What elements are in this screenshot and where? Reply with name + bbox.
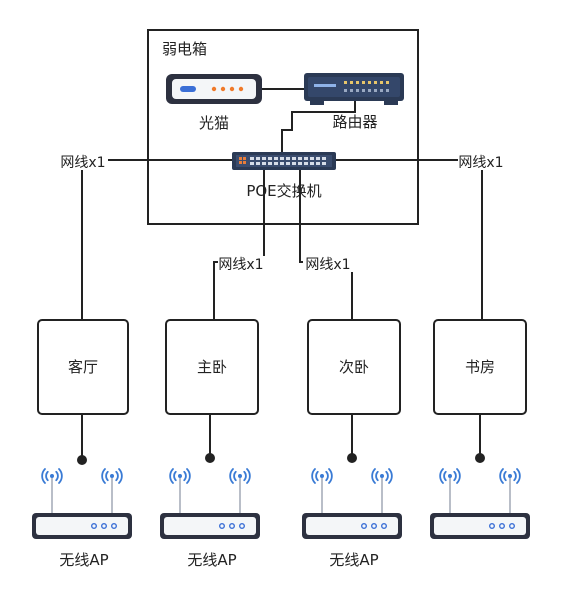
cable-label-master-bedroom: 网线x1 [218,257,263,273]
wireless-ap-icon [302,468,402,539]
cabinet-box [147,29,419,225]
cable-label-living-room: 网线x1 [60,155,105,171]
wireless-ap-icon [160,468,260,539]
switch-label: POE交换机 [246,182,321,200]
router-icon [304,73,404,105]
wireless-ap-icon [32,468,132,539]
cabinet-title: 弱电箱 [162,40,207,58]
ap-connector-dot [347,453,357,463]
ap-connector-dot [475,453,485,463]
room-box-second-bedroom [307,319,401,415]
ap-label: 无线AP [329,551,378,569]
room-label-study: 书房 [465,358,495,376]
room-label-second-bedroom: 次卧 [339,358,369,376]
ap-label: 无线AP [187,551,236,569]
ap-connector-dot [205,453,215,463]
room-box-master-bedroom [165,319,259,415]
wireless-ap-icon [430,468,530,539]
room-label-living-room: 客厅 [68,358,98,376]
room-label-master-bedroom: 主卧 [197,358,227,376]
cable-label-second-bedroom: 网线x1 [305,257,350,273]
ap-connector-dot [77,455,87,465]
router-label: 路由器 [332,113,377,131]
modem-label: 光猫 [199,114,229,132]
poe-switch-icon [232,152,336,170]
ap-label: 无线AP [59,551,108,569]
cable-label-study: 网线x1 [458,155,503,171]
modem-icon [166,74,262,104]
